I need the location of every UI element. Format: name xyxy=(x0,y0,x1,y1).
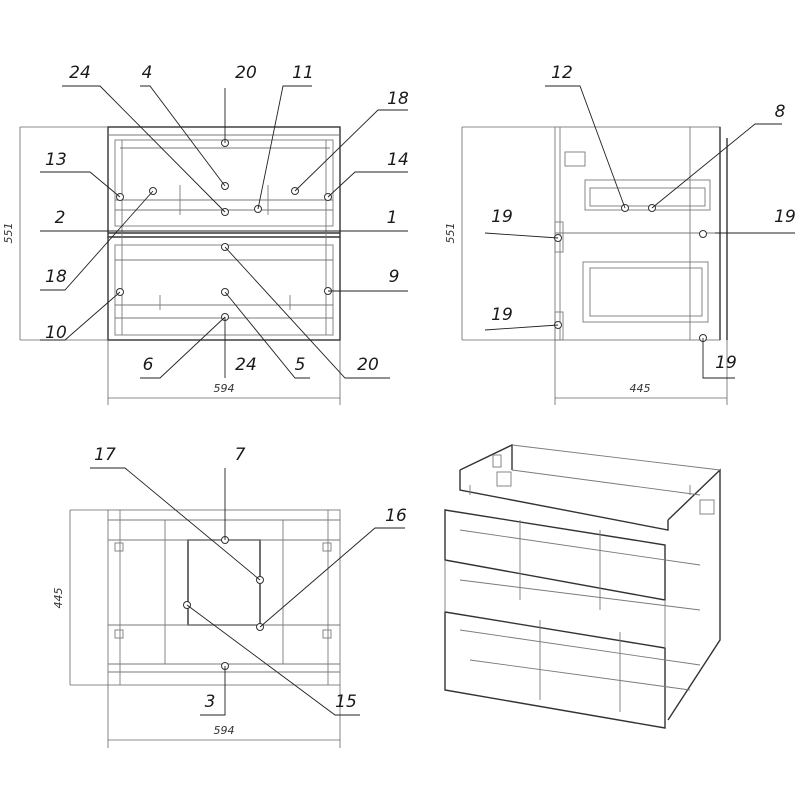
callout-14: 14 xyxy=(387,150,409,170)
callout-6: 6 xyxy=(143,355,154,375)
callout-15: 15 xyxy=(335,692,357,712)
callout-16: 16 xyxy=(385,506,407,526)
callout-11: 11 xyxy=(292,63,314,83)
callout-13: 13 xyxy=(45,150,67,170)
callout-24-bottom: 24 xyxy=(235,355,257,375)
front-width-dim: 594 xyxy=(214,382,235,395)
callout-18-left: 18 xyxy=(45,267,67,287)
side-height-dim: 551 xyxy=(444,223,457,244)
callout-19-left-top: 19 xyxy=(491,207,513,227)
callout-9: 9 xyxy=(389,267,400,287)
callout-7: 7 xyxy=(235,445,246,465)
callout-12: 12 xyxy=(551,63,573,83)
top-depth-dim: 445 xyxy=(52,588,65,609)
callout-19-right-bottom: 19 xyxy=(715,353,737,373)
callout-1: 1 xyxy=(387,208,398,228)
callout-17: 17 xyxy=(94,445,116,465)
callout-20-bottom: 20 xyxy=(357,355,379,375)
callout-3: 3 xyxy=(205,692,216,712)
top-view: 445 594 17 7 16 3 15 xyxy=(52,445,407,748)
callout-8: 8 xyxy=(775,102,786,122)
callout-19-left-bottom: 19 xyxy=(491,305,513,325)
callout-18-right: 18 xyxy=(387,89,409,109)
callout-2: 2 xyxy=(55,208,66,228)
side-view: 551 445 12 8 19 19 19 19 xyxy=(444,63,796,405)
callout-10: 10 xyxy=(45,323,67,343)
callout-20-top: 20 xyxy=(235,63,257,83)
top-width-dim: 594 xyxy=(214,724,235,737)
side-depth-dim: 445 xyxy=(630,382,651,395)
callout-19-right-top: 19 xyxy=(774,207,796,227)
isometric-view xyxy=(444,443,721,729)
callout-24-top: 24 xyxy=(69,63,91,83)
callout-5: 5 xyxy=(295,355,306,375)
callout-4: 4 xyxy=(142,63,153,83)
front-height-dim: 551 xyxy=(2,223,15,244)
front-view: 551 594 24 4 20 11 18 13 14 2 1 18 9 10 … xyxy=(2,63,409,405)
